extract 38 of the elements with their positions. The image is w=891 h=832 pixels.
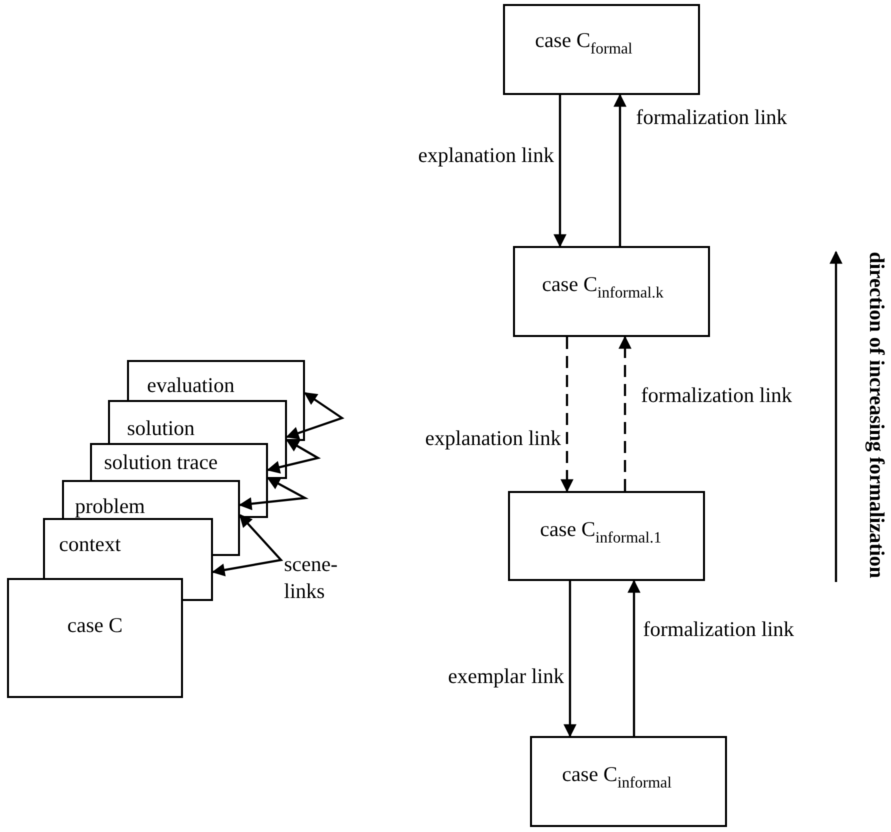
scene-link-arrow [238,477,309,510]
scene-link-arrow [266,439,321,474]
edge-label: exemplar link [448,664,564,688]
card-label: case C$_{informal.k}$ [542,272,664,296]
card-label: solution [127,416,195,440]
case-box [503,4,700,95]
card-label: problem [75,494,145,518]
scene-card [90,443,268,480]
scene-links-label: scene-links [284,551,339,606]
case-box [513,246,710,337]
scene-card [62,480,240,518]
card-label: case C [66,613,124,637]
link-arrow [614,94,626,246]
edge-label: explanation link [418,143,554,167]
scene-card [108,400,287,443]
edge-label: formalization link [643,617,794,641]
scene-card [7,578,183,698]
case-box [508,491,705,581]
edge-label: formalization link [641,383,792,407]
link-arrow [560,337,574,492]
link-arrow [628,580,640,736]
card-label: case C$_{informal.1}$ [540,517,662,541]
case-box [530,736,727,827]
scene-link-arrow [286,392,344,440]
card-label: case C$_{formal}$ [535,28,632,52]
scene-card [43,518,213,578]
scene-link-arrow [212,514,284,576]
scene-card [127,360,305,400]
link-arrow [618,336,632,491]
link-arrow [564,581,576,738]
card-label: solution trace [104,450,218,474]
card-label: case C$_{informal}$ [562,762,672,786]
card-label: context [59,532,121,556]
axis-caption: direction of increasing formalization [865,252,889,578]
card-label: evaluation [147,373,234,397]
edge-label: explanation link [425,426,561,450]
edge-label: formalization link [636,105,788,129]
link-arrow [554,95,566,248]
